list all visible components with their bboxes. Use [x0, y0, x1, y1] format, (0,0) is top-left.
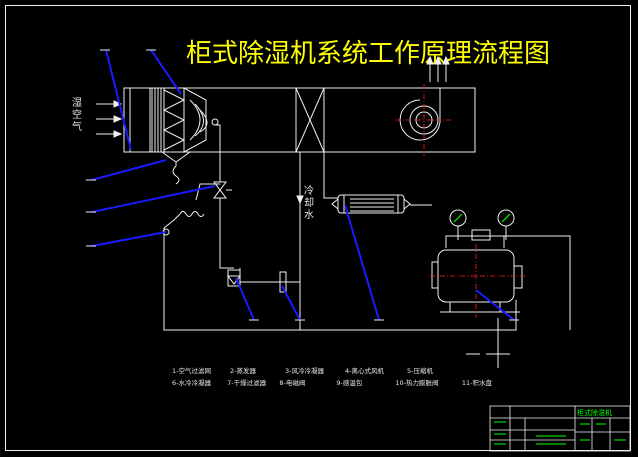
outlet-arrows [426, 55, 450, 82]
inlet-arrows [96, 100, 123, 138]
refrigerant-piping [163, 124, 571, 368]
solenoid-valve [279, 271, 300, 293]
air-duct [123, 87, 476, 153]
cooling-water-label: 冷却水 [304, 186, 314, 221]
legend-item: 5-压缩机 [407, 367, 433, 375]
cooling-water-arrow [296, 195, 304, 205]
drawing-frame [5, 5, 631, 451]
legend-item: 4-离心式风机 [345, 367, 384, 375]
legend-item: 1-空气过滤网 [172, 367, 211, 375]
air-filter [149, 87, 165, 153]
sensing-bulb [162, 211, 205, 236]
title-block [489, 405, 631, 452]
legend-item: 3-风冷冷凝器 [285, 367, 324, 375]
expansion-valve [213, 181, 232, 199]
title-block-name: 柜式除湿机 [577, 409, 612, 417]
inlet-air-label: 湿空气 [72, 98, 82, 133]
pressure-gauges [449, 209, 515, 241]
legend-item: 8-电磁阀 [279, 379, 306, 387]
legend-row: 1-空气过滤网 2-蒸发器 3-风冷冷凝器 4-离心式风机 5-压缩机 [172, 364, 492, 376]
legend-item: 9-感温包 [336, 379, 363, 387]
air-cooled-condenser [295, 87, 325, 153]
legend-item: 10-热力膨胀阀 [395, 379, 439, 387]
evaporator [162, 87, 219, 153]
legend-item: 6-水冷冷凝器 [172, 379, 211, 387]
legend-item: 2-蒸发器 [230, 367, 256, 375]
leader-ticks [86, 49, 519, 321]
title-block-marks [494, 421, 626, 445]
centrifugal-fan [396, 84, 452, 156]
water-cooled-condenser [331, 194, 411, 214]
legend-row: 6-水冷冷凝器 7-干燥过滤器 8-电磁阀 9-感温包 10-热力膨胀阀 11-… [172, 376, 492, 388]
legend-item: 11-积水盘 [461, 379, 492, 387]
legend-item: 7-干燥过滤器 [227, 379, 267, 387]
compressor [430, 244, 526, 318]
drain-pan [161, 151, 191, 185]
leader-lines [91, 49, 515, 321]
component-legend: 1-空气过滤网 2-蒸发器 3-风冷冷凝器 4-离心式风机 5-压缩机 6-水冷… [172, 364, 492, 388]
page-title: 柜式除湿机系统工作原理流程图 [186, 39, 551, 69]
